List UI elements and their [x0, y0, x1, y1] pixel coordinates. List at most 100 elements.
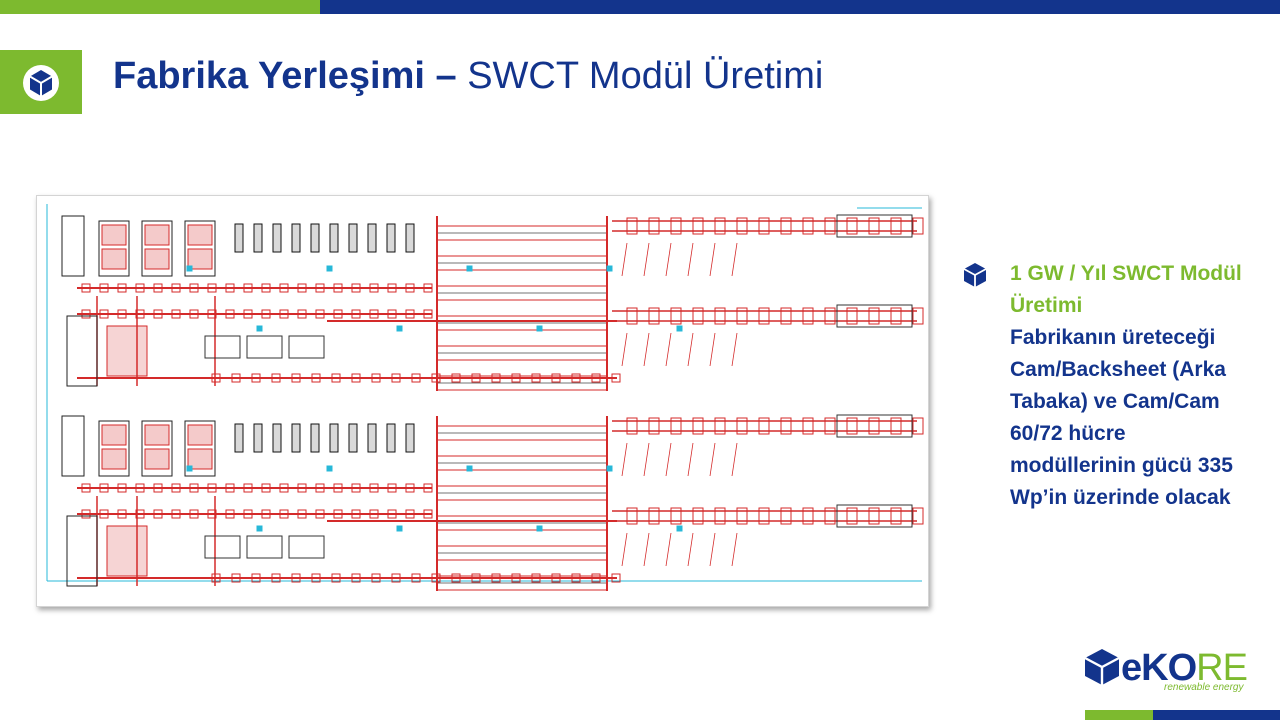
- drawing-part: [491, 373, 501, 383]
- drawing-part: [315, 309, 325, 319]
- drawing-part: [648, 217, 660, 235]
- drawing-part: [207, 283, 217, 293]
- drawing-part: [802, 217, 814, 235]
- bottom-bar-green: [1085, 710, 1153, 720]
- bullet-text: 1 GW / Yıl SWCT Modül Üretimi Fabrikanın…: [1010, 258, 1250, 514]
- drawing-part: [261, 483, 271, 493]
- drawing-part: [405, 483, 415, 493]
- drawing-part: [714, 217, 726, 235]
- drawing-part: [714, 417, 726, 435]
- drawing-part: [836, 504, 913, 528]
- drawing-part: [101, 448, 127, 470]
- drawing-part: [912, 307, 924, 325]
- drawing-part: [670, 307, 682, 325]
- drawing-part: [297, 483, 307, 493]
- drawing-part: [780, 507, 792, 525]
- drawing-part: [665, 532, 672, 567]
- drawing-part: [692, 217, 704, 235]
- drawing-part: [311, 373, 321, 383]
- drawing-part: [466, 465, 473, 472]
- drawing-part: [369, 283, 379, 293]
- drawing-part: [207, 309, 217, 319]
- drawing-part: [824, 217, 836, 235]
- drawing-part: [802, 507, 814, 525]
- drawing-part: [466, 265, 473, 272]
- ekore-logo: eKORE renewable energy: [1084, 648, 1254, 694]
- drawing-part: [189, 283, 199, 293]
- drawing-part: [369, 483, 379, 493]
- drawing-part: [551, 373, 561, 383]
- drawing-part: [912, 417, 924, 435]
- drawing-part: [890, 217, 902, 235]
- drawing-part: [153, 483, 163, 493]
- drawing-part: [225, 309, 235, 319]
- drawing-part: [144, 424, 170, 446]
- drawing-part: [106, 525, 148, 577]
- drawing-part: [687, 442, 694, 477]
- drawing-part: [758, 217, 770, 235]
- drawing-part: [315, 283, 325, 293]
- drawing-part: [189, 483, 199, 493]
- drawing-part: [187, 448, 213, 470]
- logo-wordmark-main: eKO: [1121, 647, 1197, 689]
- drawing-part: [676, 325, 683, 332]
- drawing-part: [868, 217, 880, 235]
- layout-drawing-svg: [46, 204, 924, 591]
- drawing-part: [687, 532, 694, 567]
- drawing-part: [98, 420, 130, 477]
- bullet-body: Fabrikanın üreteceği Cam/Backsheet (Arka…: [1010, 326, 1233, 509]
- drawing-part: [386, 223, 396, 253]
- drawing-part: [184, 420, 216, 477]
- drawing-part: [868, 417, 880, 435]
- drawing-part: [648, 417, 660, 435]
- drawing-part: [251, 573, 261, 583]
- drawing-part: [758, 417, 770, 435]
- drawing-part: [387, 483, 397, 493]
- drawing-part: [234, 223, 244, 253]
- title-icon-box: [0, 50, 82, 114]
- drawing-part: [135, 509, 145, 519]
- drawing-part: [890, 417, 902, 435]
- drawing-part: [251, 373, 261, 383]
- drawing-part: [211, 373, 221, 383]
- drawing-part: [405, 423, 415, 453]
- drawing-part: [643, 242, 650, 277]
- drawing-part: [333, 509, 343, 519]
- drawing-part: [271, 573, 281, 583]
- drawing-part: [670, 507, 682, 525]
- drawing-part: [331, 573, 341, 583]
- drawing-part: [101, 224, 127, 246]
- drawing-part: [890, 307, 902, 325]
- drawing-part: [731, 442, 738, 477]
- drawing-part: [531, 573, 541, 583]
- drawing-part: [571, 573, 581, 583]
- drawing-part: [912, 507, 924, 525]
- drawing-part: [117, 283, 127, 293]
- drawing-part: [153, 283, 163, 293]
- drawing-part: [186, 265, 193, 272]
- top-bar-blue: [320, 0, 1280, 14]
- drawing-part: [351, 283, 361, 293]
- drawing-part: [234, 423, 244, 453]
- drawing-part: [836, 214, 913, 238]
- drawing-part: [310, 223, 320, 253]
- drawing-part: [231, 373, 241, 383]
- drawing-part: [291, 373, 301, 383]
- drawing-part: [665, 442, 672, 477]
- drawing-part: [171, 309, 181, 319]
- drawing-part: [117, 309, 127, 319]
- drawing-part: [387, 309, 397, 319]
- drawing-part: [171, 483, 181, 493]
- drawing-part: [714, 307, 726, 325]
- drawing-part: [371, 573, 381, 583]
- drawing-part: [81, 483, 91, 493]
- drawing-part: [423, 483, 433, 493]
- drawing-part: [491, 573, 501, 583]
- drawing-part: [511, 573, 521, 583]
- drawing-part: [758, 307, 770, 325]
- drawing-part: [648, 307, 660, 325]
- drawing-part: [611, 373, 621, 383]
- drawing-part: [369, 309, 379, 319]
- drawing-part: [117, 483, 127, 493]
- drawing-part: [225, 283, 235, 293]
